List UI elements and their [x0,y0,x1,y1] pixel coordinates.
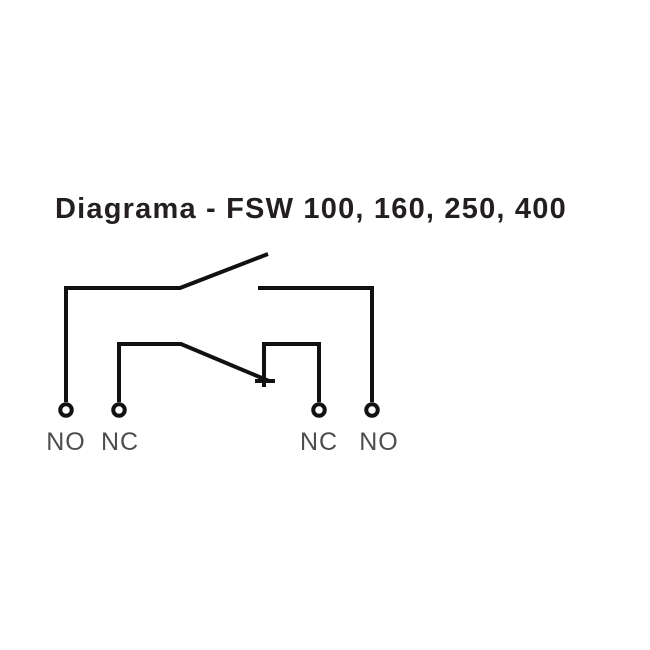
terminal-label-no: NO [46,428,86,456]
terminal-no-circle [364,402,380,418]
terminal-label-nc: NC [300,428,338,456]
terminal-label-no: NO [359,428,399,456]
terminal-label-nc: NC [101,428,139,456]
terminal-nc-circle [311,402,327,418]
terminal-no-circle [58,402,74,418]
upper-switch-pole-and-blade-line [64,252,269,402]
lower-switch-right-contact-line [262,342,321,402]
diagram-title: Diagrama - FSW 100, 160, 250, 400 [55,193,567,225]
upper-switch-right-contact-line [258,286,374,402]
terminal-nc-circle [111,402,127,418]
lower-switch-pole-and-blade-line [117,342,270,402]
